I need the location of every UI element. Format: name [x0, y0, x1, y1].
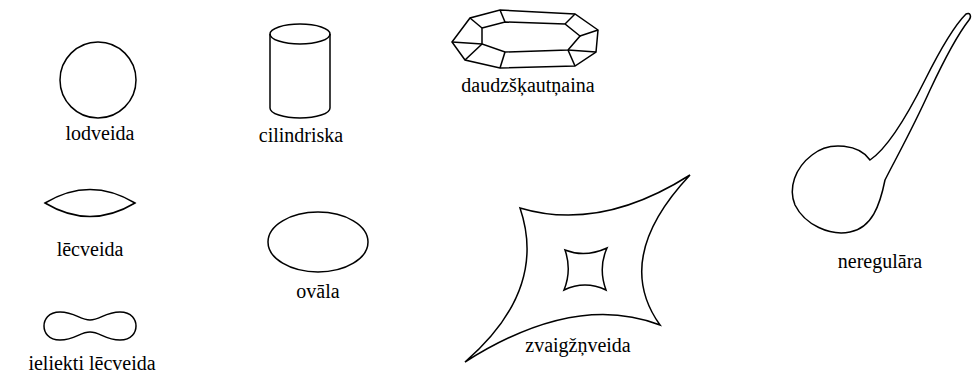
oval-shape [268, 212, 368, 272]
polyhedron-shape [452, 10, 598, 68]
shape-label: neregulāra [838, 250, 922, 272]
sphere-shape [60, 42, 136, 118]
shape-label: daudzšķautņaina [461, 74, 594, 96]
star-shape [465, 175, 690, 362]
shape-label: zvaigžņveida [525, 334, 631, 356]
lens-shape [45, 190, 135, 217]
concave-lens-shape [44, 312, 136, 340]
irregular-shape [792, 13, 970, 232]
cylinder-shape [270, 24, 330, 118]
shape-label: lēcveida [57, 238, 124, 260]
shape-label: ieliekti lēcveida [28, 352, 155, 374]
shape-label: cilindriska [259, 124, 343, 146]
shape-label: ovāla [296, 280, 339, 302]
shape-label: lodveida [66, 122, 135, 144]
